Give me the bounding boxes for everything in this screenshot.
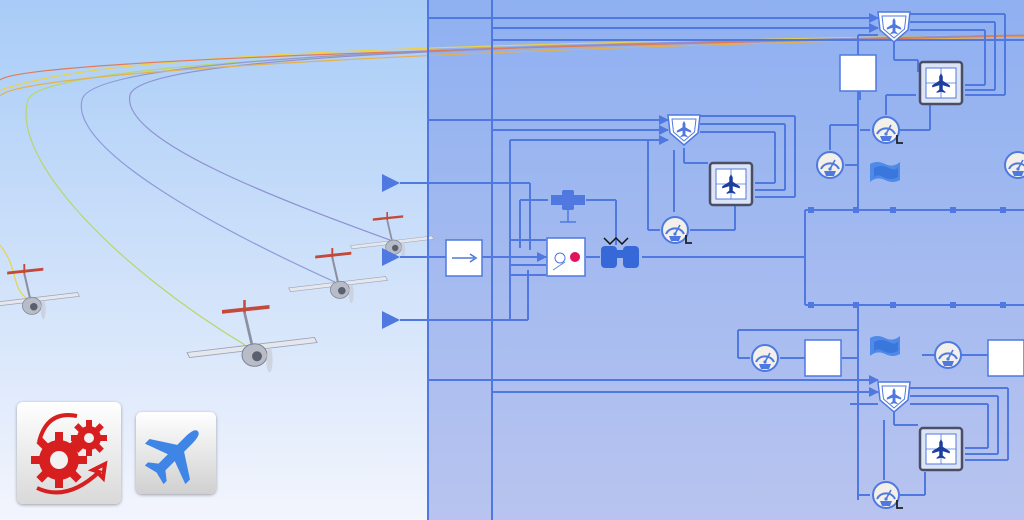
airplane-icon[interactable] [136,412,216,494]
wires [400,0,1024,520]
inport-3[interactable] [382,311,400,329]
gauge-icon[interactable] [872,116,900,144]
inports [382,174,400,329]
gauge-icon[interactable] [872,481,900,509]
flow-block[interactable] [870,336,900,356]
gauge-icon[interactable] [934,341,962,369]
subsystem-block[interactable] [987,339,1024,377]
gauge-icon[interactable] [661,216,689,244]
inport-2[interactable] [382,248,400,266]
arrow-right-icon [452,253,478,263]
airplane-icon[interactable] [710,163,752,205]
subsystem-block[interactable] [804,339,842,377]
binoculars-icon[interactable] [601,236,639,268]
gauge-icon[interactable] [751,344,779,372]
flow-block[interactable] [870,162,900,182]
actuator-block[interactable] [551,190,585,223]
gauge-icon[interactable] [816,151,844,179]
airplane-icon[interactable] [920,62,962,104]
estimator-block[interactable] [546,237,586,277]
subsystem-block[interactable] [839,54,877,92]
gauge-icon[interactable] [1004,151,1024,179]
airplane-icon[interactable] [920,428,962,470]
gear-simulation-icon[interactable] [17,402,121,504]
status-dot [570,252,580,262]
wire-junctions [808,207,1006,308]
inport-1[interactable] [382,174,400,192]
trajectory-4 [129,34,1024,241]
source-block[interactable] [445,239,483,277]
